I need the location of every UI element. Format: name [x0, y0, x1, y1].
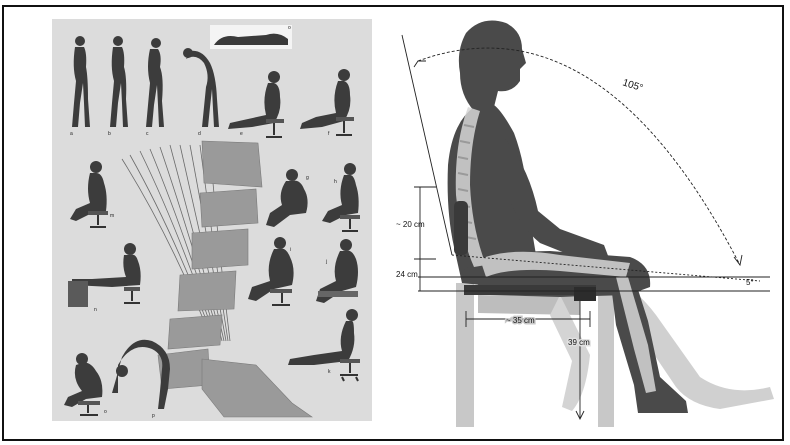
seated-figure-k: k [288, 309, 360, 381]
seat-depth-label: ~ 35 cm [506, 316, 535, 325]
seated-figure-f: f [300, 69, 354, 137]
svg-text:b: b [108, 131, 111, 137]
angle-105-label: 105° [621, 77, 644, 94]
svg-text:c: c [146, 131, 149, 137]
standing-figure-b [110, 36, 128, 127]
svg-text:j: j [325, 259, 327, 265]
lumbar-height-label: 24 cm [396, 270, 418, 279]
seated-figure-m: m [70, 161, 114, 227]
svg-text:p: p [152, 413, 155, 419]
angle-5-label: 5° [746, 278, 754, 287]
standing-figure-d [183, 48, 219, 127]
seat-lever [574, 287, 596, 301]
svg-text:n: n [94, 307, 97, 313]
chair [456, 283, 614, 427]
svg-text:e: e [240, 131, 243, 137]
standing-figure-a [72, 36, 90, 127]
side-figures-right: g h i [248, 163, 360, 381]
bending-figure-o: o [64, 353, 107, 415]
svg-text:f: f [328, 131, 330, 137]
figure-frame: o [2, 5, 784, 441]
seat-height-label: 39 cm [568, 338, 590, 347]
back-height-label: ~ 20 cm [396, 220, 425, 229]
squat-figure-g: g [266, 169, 309, 227]
standing-figures: a b c d [70, 36, 219, 137]
svg-text:h: h [334, 179, 337, 185]
seated-figure-e: e [228, 71, 284, 137]
standing-figure-c [146, 38, 164, 127]
posture-illustration: o [52, 19, 372, 421]
svg-text:d: d [198, 131, 201, 137]
svg-text:i: i [290, 247, 291, 253]
seated-figure-n: n [68, 243, 141, 313]
seated-ergonomics-diagram: 105° 5° ~ 20 cm 24 cm ~ 35 cm 39 cm [390, 15, 782, 427]
seated-figures-top: e f [228, 69, 354, 137]
seated-figure-h: h [322, 163, 360, 231]
svg-text:a: a [70, 131, 73, 137]
seated-ergonomics-panel: 105° 5° ~ 20 cm 24 cm ~ 35 cm 39 cm [390, 15, 782, 427]
svg-text:m: m [110, 213, 114, 219]
bending-figure-p: p [112, 340, 170, 419]
seated-figure-j: j [316, 239, 358, 303]
caption-lying: o [288, 25, 291, 31]
seated-figure [448, 21, 688, 413]
svg-text:g: g [306, 175, 309, 181]
svg-text:o: o [104, 409, 107, 415]
posture-illustration-panel: o [52, 19, 372, 421]
svg-text:k: k [328, 369, 331, 375]
backrest [454, 201, 468, 255]
seated-figure-i: i [248, 237, 294, 305]
lying-figure: o [210, 25, 292, 49]
